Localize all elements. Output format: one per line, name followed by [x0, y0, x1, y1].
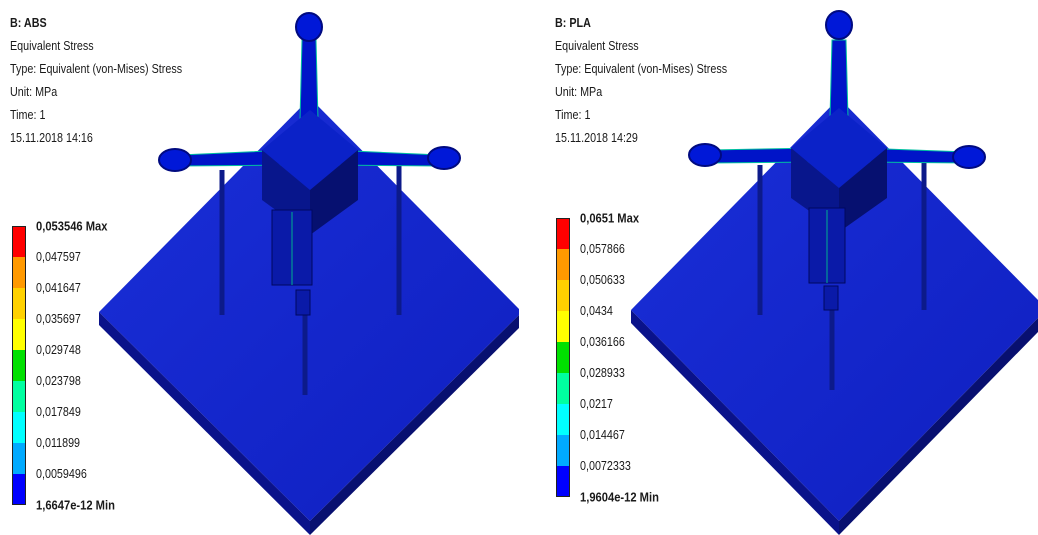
legend-swatch-teal	[12, 381, 26, 412]
abs-legend-level: 0,029748	[36, 343, 81, 357]
pla-legend-level: 0,036166	[580, 335, 625, 349]
abs-result-unit: Unit: MPa	[10, 85, 58, 99]
abs-legend-level: 0,035697	[36, 312, 81, 326]
legend-swatch-lightblue	[556, 435, 570, 466]
pla-result-panel: B: PLA Equivalent Stress Type: Equivalen…	[519, 0, 1038, 535]
pla-result-info: B: PLA Equivalent Stress Type: Equivalen…	[555, 12, 727, 150]
legend-swatch-gold	[12, 288, 26, 319]
legend-swatch-blue	[556, 466, 570, 497]
legend-swatch-orange	[556, 249, 570, 280]
pla-legend-level: 0,0434	[580, 304, 613, 318]
pla-legend-max: 0,0651 Max	[580, 210, 640, 226]
pla-legend-level: 0,057866	[580, 242, 625, 256]
legend-swatch-green	[556, 342, 570, 373]
pla-legend-level: 0,050633	[580, 273, 625, 287]
legend-swatch-green	[12, 350, 26, 381]
legend-swatch-teal	[556, 373, 570, 404]
pla-result-name: Equivalent Stress	[555, 39, 639, 53]
abs-result-name: Equivalent Stress	[10, 39, 94, 53]
abs-legend-level: 0,011899	[36, 436, 81, 450]
pla-drone-model-render	[631, 10, 1038, 535]
legend-swatch-red	[12, 226, 26, 257]
abs-legend-level: 0,017849	[36, 405, 81, 419]
pla-result-timestamp: 15.11.2018 14:29	[555, 131, 638, 145]
legend-swatch-cyan	[556, 404, 570, 435]
abs-result-panel: B: ABS Equivalent Stress Type: Equivalen…	[10, 12, 519, 535]
pla-result-time: Time: 1	[555, 108, 591, 122]
abs-result-time: Time: 1	[10, 108, 46, 122]
legend-swatch-yellow	[12, 319, 26, 350]
pla-legend-level: 0,014467	[580, 428, 625, 442]
legend-swatch-lightblue	[12, 443, 26, 474]
abs-legend-max: 0,053546 Max	[36, 218, 108, 234]
abs-legend-level: 0,041647	[36, 281, 81, 295]
legend-swatch-cyan	[12, 412, 26, 443]
abs-result-type: Type: Equivalent (von-Mises) Stress	[10, 62, 183, 76]
legend-swatch-orange	[12, 257, 26, 288]
legend-swatch-blue	[12, 474, 26, 505]
legend-swatch-red	[556, 218, 570, 249]
pla-result-unit: Unit: MPa	[555, 85, 603, 99]
abs-drone-model-render	[99, 12, 519, 535]
abs-legend-level: 0,047597	[36, 250, 81, 264]
abs-legend-min: 1,6647e-12 Min	[36, 497, 115, 513]
pla-result-type: Type: Equivalent (von-Mises) Stress	[555, 62, 728, 76]
legend-swatch-yellow	[556, 311, 570, 342]
pla-legend-level: 0,0217	[580, 397, 613, 411]
abs-legend-level: 0,023798	[36, 374, 81, 388]
abs-legend-level: 0,0059496	[36, 467, 87, 481]
abs-title: B: ABS	[10, 16, 47, 30]
pla-legend-level: 0,0072333	[580, 459, 631, 473]
legend-swatch-gold	[556, 280, 570, 311]
abs-result-timestamp: 15.11.2018 14:16	[10, 131, 93, 145]
pla-title: B: PLA	[555, 16, 591, 30]
pla-legend-level: 0,028933	[580, 366, 625, 380]
abs-result-info: B: ABS Equivalent Stress Type: Equivalen…	[10, 12, 182, 150]
pla-legend-min: 1,9604e-12 Min	[580, 489, 659, 505]
